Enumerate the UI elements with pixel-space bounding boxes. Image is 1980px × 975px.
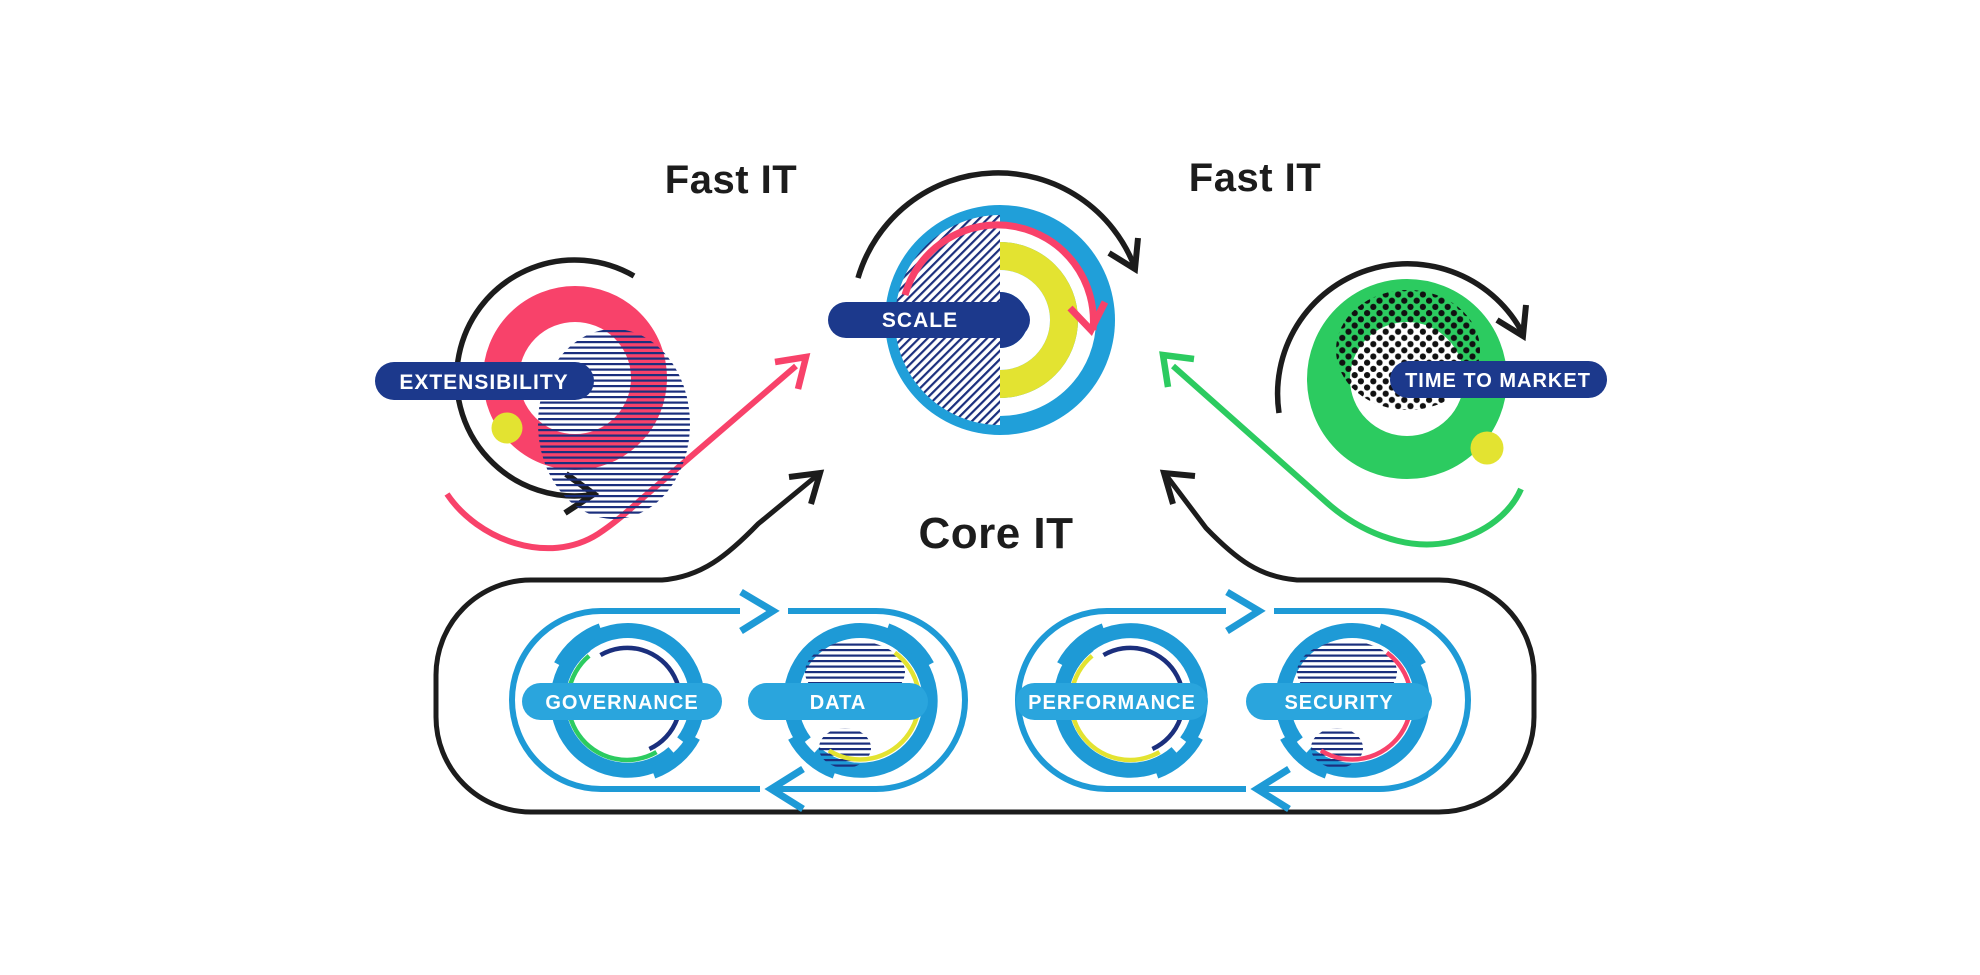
fast-it-title-right: Fast IT <box>1189 156 1321 200</box>
security-node: SECURITY <box>1246 623 1432 779</box>
scale-node: SCALE <box>828 170 1141 435</box>
scale-pill <box>828 302 1030 338</box>
fast-it-title-left: Fast IT <box>665 158 797 202</box>
security-label: SECURITY <box>1284 692 1393 714</box>
data-label: DATA <box>810 692 867 714</box>
loop-arrow-left-icon <box>764 766 805 812</box>
time-to-market-label: TIME TO MARKET <box>1405 370 1591 392</box>
data-broken-ring <box>783 623 938 779</box>
extensibility-hatch-pattern <box>538 329 690 519</box>
time-to-market-cycle-arrow-icon <box>1274 261 1529 414</box>
performance-node: PERFORMANCE <box>1016 623 1208 779</box>
governance-data-loop <box>509 588 968 812</box>
time-to-market-pill <box>1390 361 1607 398</box>
loop-arrow-right-icon <box>739 588 780 634</box>
time-to-market-yellow-dot <box>1470 431 1504 465</box>
governance-pill <box>522 683 722 720</box>
extensibility-yellow-dot <box>491 412 523 444</box>
governance-navy-arc <box>599 645 683 752</box>
performance-security-loop <box>1015 588 1471 812</box>
performance-yellow-arc <box>1068 654 1161 763</box>
performance-label: PERFORMANCE <box>1028 692 1196 714</box>
security-pill <box>1246 683 1432 720</box>
governance-label: GOVERNANCE <box>545 692 698 714</box>
black-up-left-arrow-icon <box>1159 469 1196 505</box>
black-up-right-arrow-icon <box>788 469 825 505</box>
scale-cycle-arrow-icon <box>855 170 1141 279</box>
time-to-market-node: TIME TO MARKET <box>1159 261 1607 548</box>
data-hatch-pattern-small <box>819 728 871 768</box>
performance-pill <box>1016 683 1208 720</box>
extensibility-node: EXTENSIBILITY <box>375 257 811 552</box>
scale-pink-arrow-icon <box>901 221 1109 337</box>
performance-navy-arc <box>1102 645 1186 752</box>
loop-arrow-left-icon <box>1250 766 1291 812</box>
governance-node: GOVERNANCE <box>522 623 722 779</box>
security-pink-arc <box>1319 650 1414 762</box>
security-hatch-pattern-small <box>1311 728 1363 768</box>
governance-green-arc <box>565 654 658 763</box>
core-it-container-outline <box>433 469 1537 815</box>
extensibility-label: EXTENSIBILITY <box>399 371 568 394</box>
core-it-title: Core IT <box>918 509 1073 558</box>
data-pill <box>748 683 928 720</box>
data-node: DATA <box>748 623 938 779</box>
loop-arrow-right-icon <box>1225 588 1266 634</box>
extensibility-pill <box>375 362 594 400</box>
scale-label: SCALE <box>882 309 958 332</box>
data-yellow-arc <box>827 650 922 762</box>
green-swoosh-arrow-icon <box>1159 351 1524 548</box>
